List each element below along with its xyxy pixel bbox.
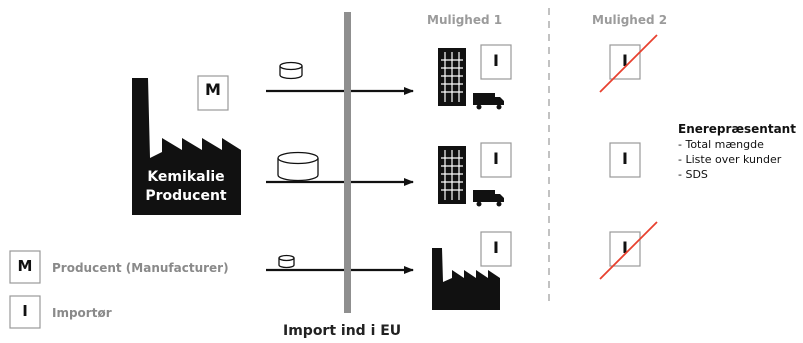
importer-badge-letter: I (622, 238, 628, 257)
importer-badge-letter: I (493, 238, 499, 257)
truck-icon (473, 93, 504, 110)
factory-icon (132, 78, 241, 215)
legend-importer-letter: I (22, 302, 28, 320)
importer-badge-letter: I (493, 149, 499, 168)
legend-manufacturer-badge (9, 250, 41, 284)
importer-badge-letter: I (493, 51, 499, 70)
importer-badge (480, 142, 512, 178)
producer-label-line2: Producent (145, 188, 227, 204)
eu-border-bar (344, 12, 351, 313)
legend-manufacturer-letter: M (17, 257, 33, 275)
representative-item: - Total mængde (678, 138, 764, 151)
legend-manufacturer-label: Producent (Manufacturer) (52, 261, 229, 275)
producer-label-line1: Kemikalie (147, 169, 225, 185)
border-label: Import ind i EU (283, 323, 402, 339)
importer-badge (609, 142, 641, 178)
importer-badge-letter: I (622, 149, 628, 168)
representative-title: Enerepræsentant (678, 122, 796, 136)
option-2-heading: Mulighed 2 (592, 13, 668, 27)
manufacturer-badge (197, 75, 229, 111)
representative-item: - Liste over kunder (678, 153, 782, 166)
legend-importer-badge (9, 295, 41, 329)
manufacturer-badge-letter: M (205, 80, 221, 99)
legend-importer-label: Importør (52, 306, 112, 320)
drum-large-icon (277, 151, 319, 182)
truck-icon (473, 190, 504, 207)
warehouse-icon (438, 48, 466, 106)
drum-small-icon (279, 61, 303, 80)
representative-item: - SDS (678, 168, 708, 181)
warehouse-icon (438, 146, 466, 204)
drum-tiny-icon (278, 254, 295, 269)
importer-badge (480, 231, 512, 267)
importer-badge-letter: I (622, 51, 628, 70)
option-1-heading: Mulighed 1 (427, 13, 503, 27)
importer-badge (480, 44, 512, 80)
small-factory-icon (432, 248, 500, 310)
